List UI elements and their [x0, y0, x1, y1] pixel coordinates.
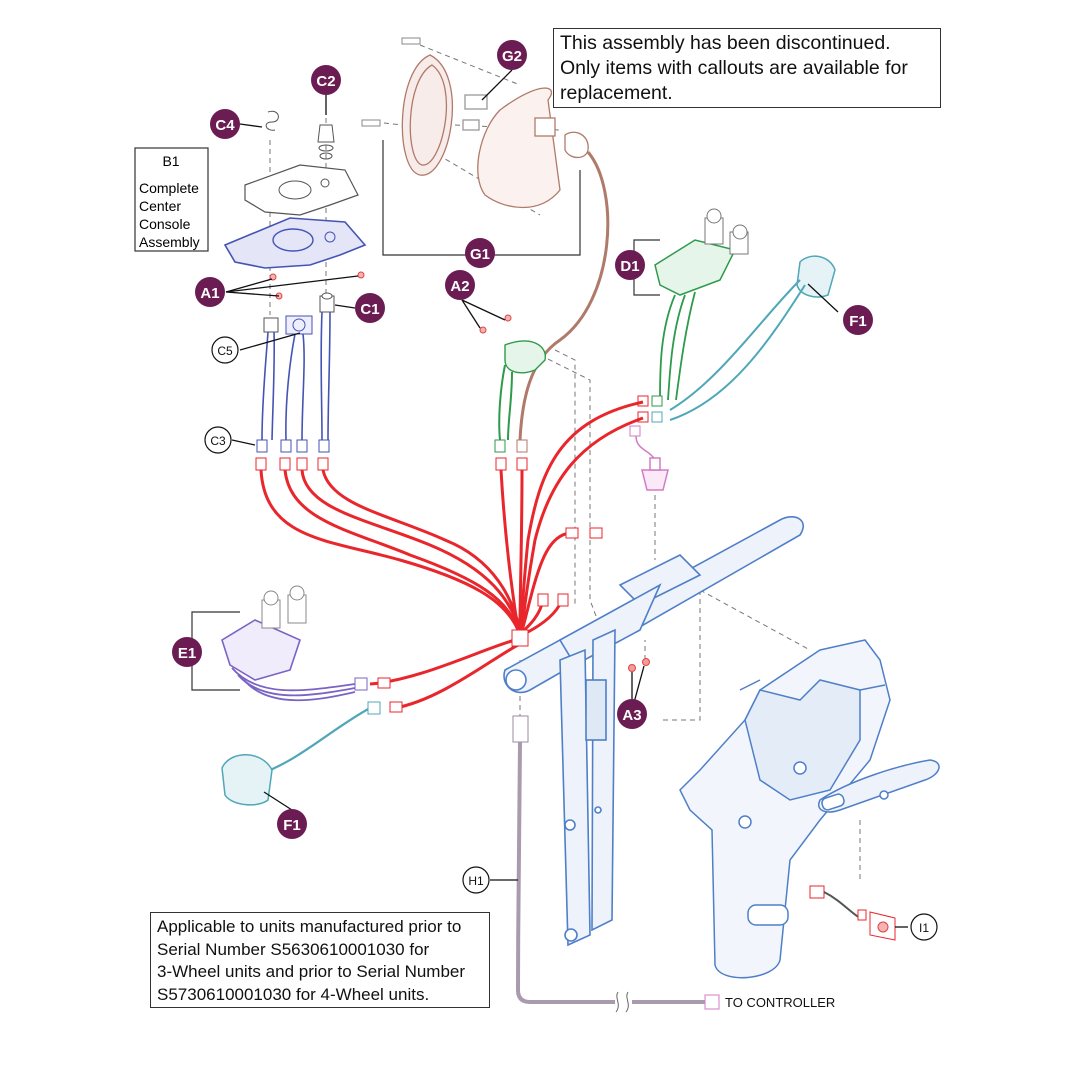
console-hardware	[265, 110, 365, 300]
svg-text:A2: A2	[450, 278, 469, 295]
callout-c4: C4	[210, 109, 240, 139]
svg-text:A1: A1	[200, 285, 219, 302]
callout-a2: A2	[445, 270, 475, 300]
leader-lines	[225, 69, 908, 928]
switch-block-d1	[654, 208, 749, 401]
note-bottom-line-3: 3-Wheel units and prior to Serial Number	[157, 962, 466, 981]
svg-text:F1: F1	[849, 313, 867, 330]
callout-c2: C2	[311, 65, 341, 95]
note-bottom-line-1: Applicable to units manufactured prior t…	[157, 917, 462, 936]
note-top-line-1: This assembly has been discontinued.	[560, 32, 891, 54]
callout-g1: G1	[465, 238, 495, 268]
callout-g2: G2	[497, 40, 527, 70]
callout-d1: D1	[615, 250, 645, 280]
callout-c5: C5	[211, 336, 239, 364]
svg-text:G1: G1	[470, 246, 490, 263]
callout-a1: A1	[195, 277, 225, 307]
b1-label-box: B1 Complete Center Console Assembly	[134, 147, 209, 252]
tiller-frame	[503, 516, 804, 947]
main-wire-harness	[259, 400, 644, 710]
svg-text:C5: C5	[217, 344, 233, 358]
harness-connectors	[377, 527, 603, 713]
to-controller-label: TO CONTROLLER	[725, 995, 835, 1010]
brown-cable	[518, 151, 610, 441]
callout-h1: H1	[462, 866, 490, 894]
key-switch-a2	[479, 314, 546, 471]
note-top-line-3: replacement.	[560, 82, 673, 104]
svg-text:C1: C1	[360, 301, 379, 318]
b1-line-3: Center	[139, 198, 181, 214]
svg-text:H1: H1	[468, 874, 484, 888]
note-bottom-line-2: Serial Number S5630610001030 for	[157, 939, 430, 959]
console-blue-plate	[223, 217, 367, 269]
discontinued-note: This assembly has been discontinued. Onl…	[553, 28, 941, 108]
callout-f1-bottom: F1	[277, 809, 307, 839]
screws-g	[361, 37, 421, 127]
b1-line-5: Assembly	[139, 234, 200, 250]
callout-i1: I1	[910, 913, 938, 941]
callout-e1: E1	[172, 637, 202, 667]
note-bottom-line-4: S5730610001030 for 4-Wheel units.	[157, 984, 430, 1004]
horn-part	[635, 435, 669, 491]
svg-text:C4: C4	[215, 117, 235, 134]
b1-line-4: Console	[139, 216, 191, 232]
b1-line-2: Complete	[139, 180, 199, 196]
console-connectors	[255, 439, 330, 471]
console-top-plate	[244, 164, 359, 216]
tiller-shroud	[679, 639, 940, 979]
svg-text:F1: F1	[283, 817, 301, 834]
svg-text:I1: I1	[919, 921, 929, 935]
light-f1-top	[669, 255, 836, 421]
svg-text:D1: D1	[620, 258, 639, 275]
console-wires	[261, 311, 331, 441]
callout-a3: A3	[617, 699, 647, 729]
applicability-note: Applicable to units manufactured prior t…	[150, 912, 490, 1008]
callout-f1-top: F1	[843, 305, 873, 335]
note-top-line-2: Only items with callouts are available f…	[560, 57, 908, 79]
svg-text:A3: A3	[622, 707, 641, 724]
b1-line-1: B1	[162, 153, 179, 169]
callout-c1: C1	[355, 293, 385, 323]
connectors-right	[629, 395, 663, 437]
frame-screws-a3	[628, 658, 650, 672]
controller-cable-h1	[512, 715, 720, 1013]
switch-block-e1	[221, 585, 368, 702]
charger-port-i1	[809, 885, 896, 941]
svg-text:E1: E1	[178, 645, 196, 662]
svg-text:C2: C2	[316, 73, 335, 90]
svg-text:C3: C3	[210, 434, 226, 448]
light-f1-bottom	[221, 701, 381, 806]
rear-housing-g	[401, 54, 589, 209]
callout-c3: C3	[204, 426, 232, 454]
svg-text:G2: G2	[502, 48, 522, 65]
console-switches	[263, 292, 335, 335]
